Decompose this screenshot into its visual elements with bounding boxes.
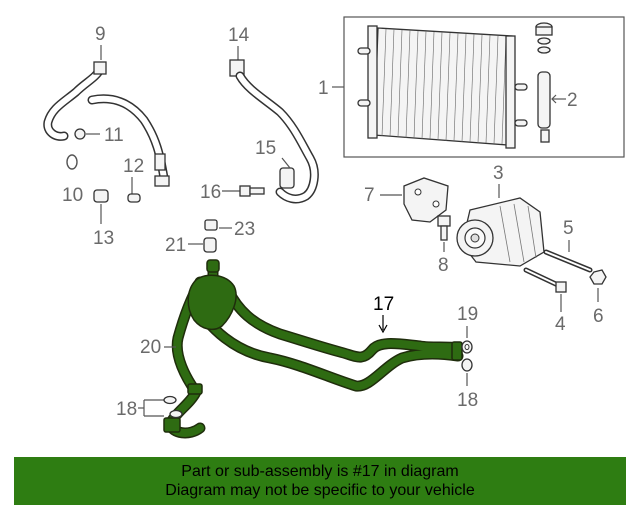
callout-9: 9: [95, 24, 106, 45]
condenser-assembly[interactable]: [332, 16, 625, 158]
callout-18-right: 18: [457, 390, 478, 411]
o-ring-11[interactable]: [74, 128, 86, 140]
callout-21: 21: [165, 235, 186, 256]
bolt-8[interactable]: [437, 215, 451, 241]
callout-3: 3: [493, 163, 504, 184]
callout-8: 8: [438, 255, 449, 276]
callout-6: 6: [593, 306, 604, 327]
callout-16: 16: [200, 182, 221, 203]
ac-compressor[interactable]: [456, 197, 545, 267]
notice-banner: Part or sub-assembly is #17 in diagram D…: [14, 457, 626, 505]
callout-5: 5: [563, 218, 574, 239]
callout-23: 23: [234, 219, 255, 240]
callout-4: 4: [555, 314, 566, 335]
cap-23[interactable]: [204, 219, 218, 231]
callout-17: 17: [373, 294, 394, 315]
callout-10: 10: [62, 185, 83, 206]
bolt-4[interactable]: [523, 267, 567, 293]
valve-21[interactable]: [203, 237, 217, 253]
stud-5[interactable]: [543, 249, 593, 273]
callout-12: 12: [123, 156, 144, 177]
callout-7: 7: [364, 185, 375, 206]
nut-6[interactable]: [589, 269, 607, 285]
callout-1: 1: [318, 78, 329, 99]
notice-line-2: Diagram may not be specific to your vehi…: [165, 482, 475, 499]
callout-18-left: 18: [116, 399, 137, 420]
suction-hose[interactable]: [43, 61, 170, 187]
receiver-dryer[interactable]: [535, 22, 566, 143]
notice-line-1: Part or sub-assembly is #17 in diagram: [181, 463, 459, 480]
o-ring-18-right[interactable]: [461, 358, 473, 372]
callout-20: 20: [140, 337, 161, 358]
ac-tube-assembly-17[interactable]: [163, 259, 464, 439]
callout-15: 15: [255, 138, 276, 159]
discharge-hose[interactable]: [229, 59, 319, 204]
valve-core-12[interactable]: [127, 193, 141, 203]
callout-13: 13: [93, 228, 114, 249]
callout-2: 2: [567, 90, 578, 111]
cap-13[interactable]: [93, 189, 109, 203]
callout-14: 14: [228, 25, 250, 46]
bolt-16[interactable]: [239, 185, 265, 197]
o-ring-18-left[interactable]: [163, 395, 183, 419]
callout-19: 19: [457, 304, 478, 325]
o-ring-19[interactable]: [461, 340, 473, 354]
o-ring-10[interactable]: [66, 154, 78, 170]
callout-11: 11: [104, 125, 124, 146]
